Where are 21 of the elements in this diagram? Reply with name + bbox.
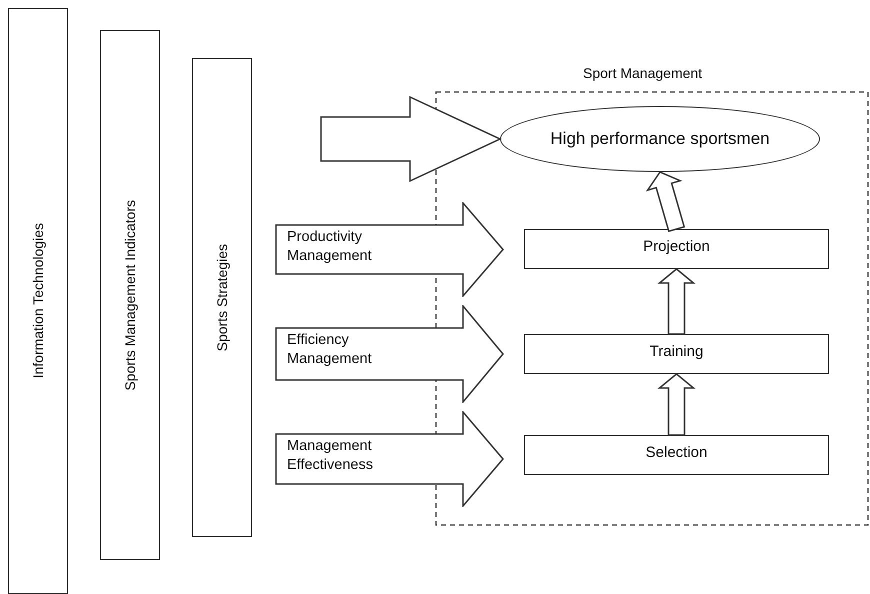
block-arrow-connector: [657, 268, 696, 335]
process-box: Projection: [524, 229, 829, 269]
bar-label: Sports Strategies: [214, 244, 230, 352]
bar-label: Sports Management Indicators: [122, 200, 138, 390]
arrow-label: Management Effectiveness: [287, 437, 374, 475]
pointed-label-box: [275, 305, 505, 403]
arrow-label: Productivity Management: [287, 228, 373, 266]
vertical-bar: [100, 30, 160, 560]
goal-ellipse: High performance sportsmen: [500, 106, 820, 172]
arrow-label: Efficiency Management: [287, 331, 373, 369]
block-arrow-connector: [320, 96, 502, 182]
pointed-label-box: [275, 202, 505, 297]
pointed-label-box: [275, 411, 505, 507]
vertical-bar: [192, 58, 252, 537]
process-box: Selection: [524, 435, 829, 475]
bar-label: Information Technologies: [30, 223, 46, 379]
process-box: Training: [524, 334, 829, 374]
block-arrow-connector: [657, 373, 696, 436]
vertical-bar: [8, 8, 68, 594]
group-heading: Sport Management: [583, 65, 702, 81]
block-arrow-connector: [646, 171, 686, 232]
